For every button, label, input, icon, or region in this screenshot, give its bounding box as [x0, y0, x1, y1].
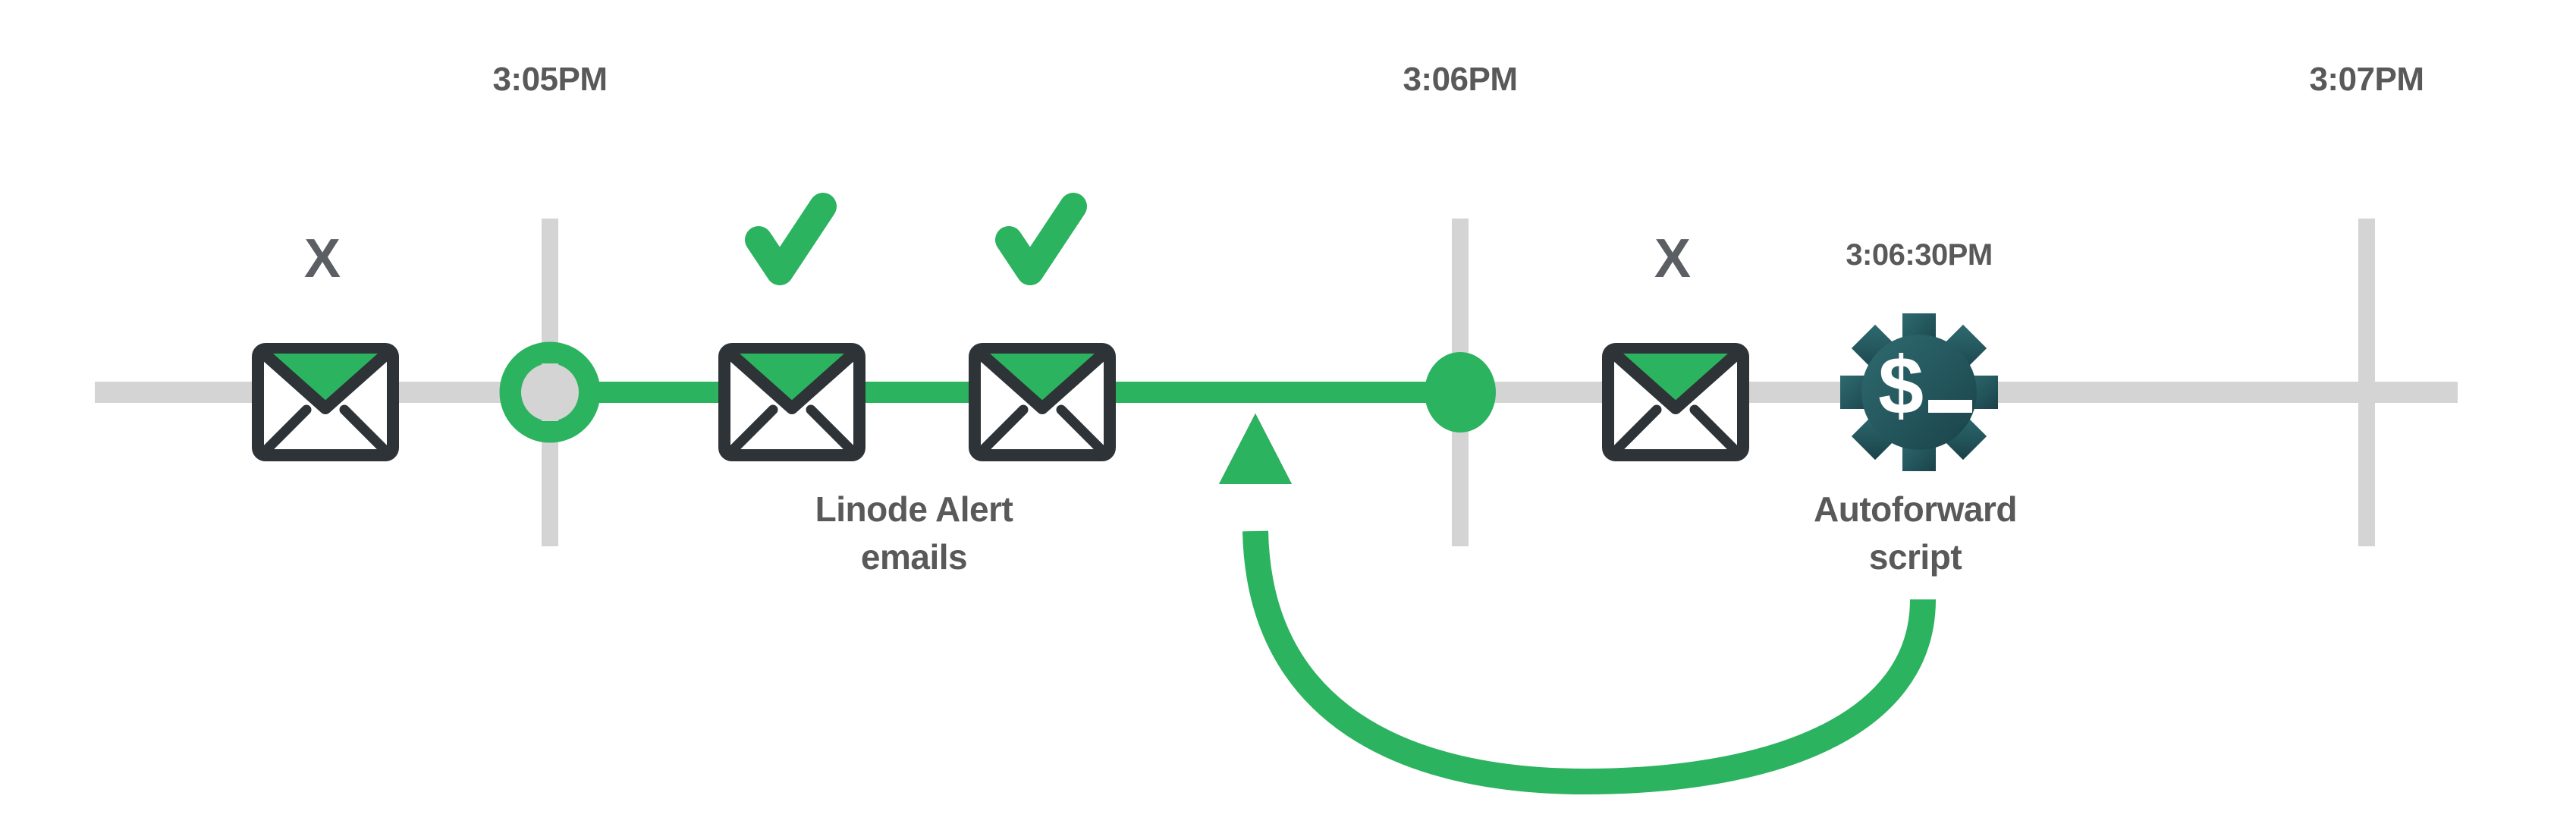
autoforward-timestamp-label: 3:06:30PM: [1846, 238, 1993, 272]
tick-label-306: 3:06PM: [1403, 61, 1518, 98]
check-mark-icon-2: [995, 193, 1087, 285]
envelope-icon-4: [1602, 343, 1749, 461]
arrow-head-fill: [1219, 414, 1292, 484]
linode-alert-emails-label: Linode Alert emails: [815, 489, 1013, 577]
gear-dollar-icon: $: [1840, 313, 1998, 471]
envelope-icon-3: [969, 343, 1116, 461]
open-ring-marker-305: [499, 341, 601, 443]
filled-circle-marker-306: [1425, 352, 1496, 432]
check-mark-icon-1: [745, 193, 837, 285]
open-ring-inner-cross-v: [542, 363, 558, 421]
autoforward-script-label: Autoforward script: [1814, 489, 2017, 577]
envelope-icon-1: [252, 343, 399, 461]
status-x-mark-1: X: [303, 228, 341, 289]
tick-label-305: 3:05PM: [492, 61, 608, 98]
envelope-icon-2: [718, 343, 865, 461]
tick-mark-307: [2358, 219, 2375, 546]
svg-text:$: $: [1878, 339, 1924, 431]
status-x-mark-2: X: [1654, 228, 1692, 289]
autoforward-feedback-arrow-shaft: [1242, 530, 1936, 795]
tick-label-307: 3:07PM: [2309, 61, 2424, 98]
